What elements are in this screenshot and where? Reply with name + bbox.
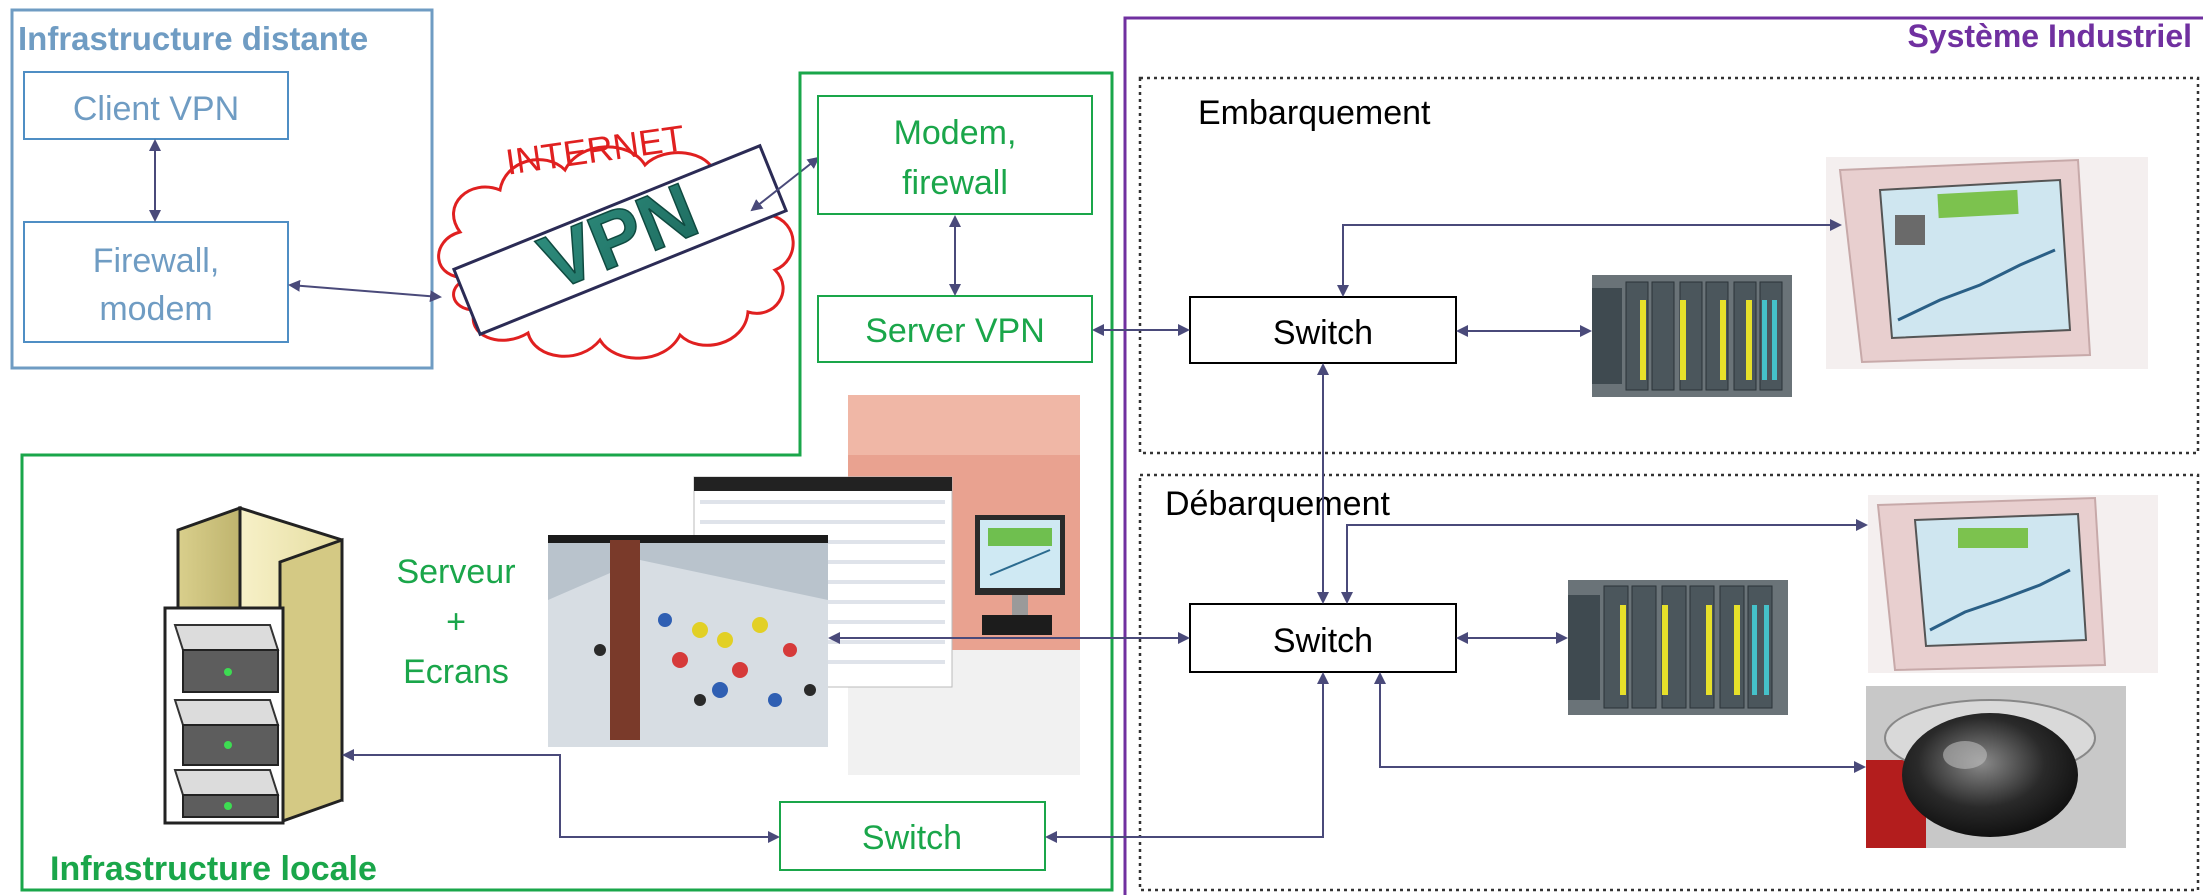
remote-firewall-modem-line2: modem: [99, 290, 212, 328]
hmi-touch-panel-icon: [1826, 157, 2148, 369]
arrow-rack-to-local-switch: [342, 749, 780, 843]
server-screens-line3: Ecrans: [403, 653, 509, 691]
remote-infrastructure-frame: [10, 8, 434, 370]
monitoring-screens-photo: [548, 395, 1080, 775]
local-switch-box[interactable]: [779, 801, 1046, 871]
industrial-system-frame: [1123, 16, 2203, 895]
embarquement-switch-label: Switch: [1273, 314, 1373, 352]
remote-infrastructure-title: Infrastructure distante: [18, 20, 368, 57]
dome-camera-icon: [1866, 686, 2126, 848]
server-vpn-label: Server VPN: [865, 312, 1045, 350]
remote-infrastructure-group: Infrastructure distante Client VPN Firew…: [10, 8, 434, 370]
arrow-vpn-to-modem: [750, 156, 820, 212]
arrow-debarquement-switch-to-camera: [1374, 672, 1866, 773]
local-infrastructure-group: Infrastructure locale Modem, firewall Se…: [20, 71, 1114, 892]
server-screens-line1: Serveur: [396, 553, 515, 591]
remote-firewall-modem-box[interactable]: [23, 221, 289, 343]
remote-firewall-modem-line1: Firewall,: [93, 242, 220, 280]
local-switch-label: Switch: [862, 819, 962, 857]
arrow-remote-firewall-to-vpn: [288, 279, 442, 303]
hmi-touch-panel-icon: [1868, 495, 2158, 673]
plc-icon: [1592, 275, 1792, 397]
local-infrastructure-title: Infrastructure locale: [50, 850, 377, 888]
arrow-embarquement-switch-to-hmi: [1337, 219, 1842, 297]
client-vpn-label: Client VPN: [73, 90, 239, 128]
plc-icon: [1568, 580, 1788, 715]
debarquement-switch-box[interactable]: [1189, 603, 1457, 673]
embarquement-title: Embarquement: [1198, 94, 1431, 132]
embarquement-switch-box[interactable]: [1189, 296, 1457, 364]
internet-cloud-group: INTERNET VPN: [288, 117, 820, 360]
debarquement-switch-label: Switch: [1273, 622, 1373, 660]
server-screens-line2: +: [446, 603, 466, 641]
server-vpn-box[interactable]: [817, 295, 1093, 363]
arrow-debarquement-switch-to-hmi: [1341, 519, 1868, 604]
industrial-system-group: Système Industriel Embarquement Débarque…: [828, 16, 2203, 895]
modem-firewall-line2: firewall: [902, 164, 1008, 202]
modem-firewall-box[interactable]: [817, 95, 1093, 215]
debarquement-title: Débarquement: [1165, 485, 1390, 523]
local-infrastructure-frame: [20, 71, 1114, 892]
server-rack-icon: [163, 505, 344, 825]
arrow-local-switch-to-debarquement-switch: [1045, 672, 1329, 843]
modem-firewall-line1: Modem,: [894, 114, 1017, 152]
embarquement-zone: [1138, 76, 2200, 455]
industrial-system-title: Système Industriel: [1907, 18, 2192, 54]
